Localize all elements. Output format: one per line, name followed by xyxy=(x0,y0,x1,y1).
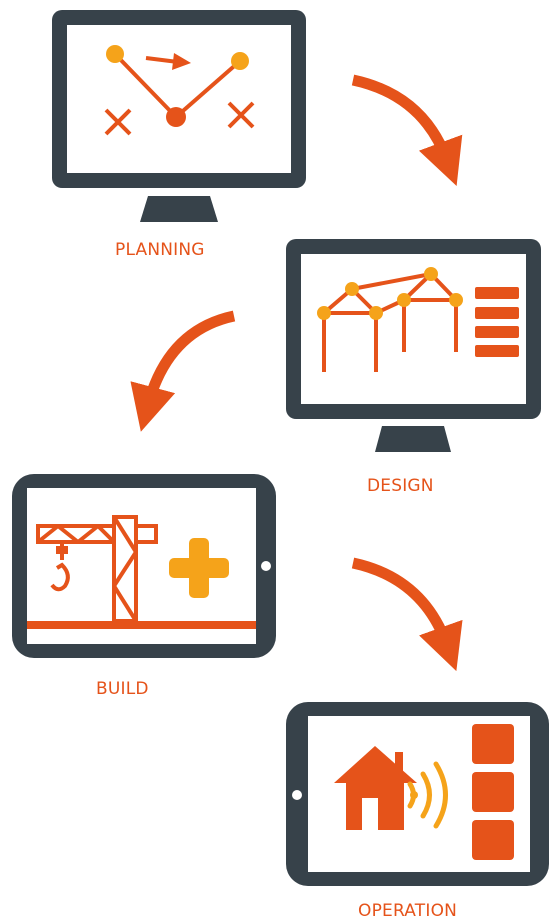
crane-icon xyxy=(27,515,256,629)
design-list-icon xyxy=(475,287,519,357)
design-monitor-icon xyxy=(286,239,541,452)
planning-to-design-arrow xyxy=(351,74,463,186)
planning-label: PLANNING xyxy=(115,240,205,260)
build-to-operation-arrow xyxy=(351,557,463,672)
planning-strategy-icon xyxy=(104,45,255,136)
signal-waves-icon xyxy=(407,761,448,829)
build-label: BUILD xyxy=(96,679,149,699)
build-tablet-icon xyxy=(12,474,276,658)
design-structure-joints xyxy=(317,267,463,320)
operation-panels-icon xyxy=(472,724,514,860)
design-to-build-arrow xyxy=(130,310,236,432)
plus-icon xyxy=(169,538,229,598)
smart-home-icon xyxy=(334,746,418,830)
design-label: DESIGN xyxy=(367,476,434,496)
operation-label: OPERATION xyxy=(358,901,458,921)
